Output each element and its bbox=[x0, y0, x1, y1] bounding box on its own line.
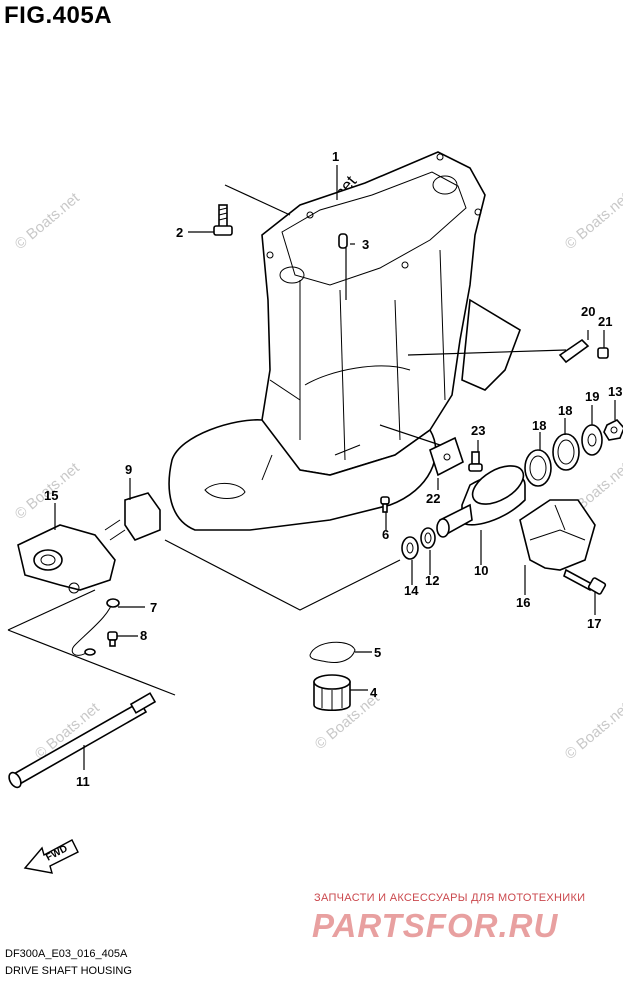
watermark: © Boats.net bbox=[562, 699, 623, 763]
callout-number: 18 bbox=[532, 418, 546, 433]
callout-number: 1 bbox=[332, 149, 339, 164]
brand-tagline: ЗАПЧАСТИ И АКСЕССУАРЫ ДЛЯ МОТОТЕХНИКИ bbox=[314, 892, 586, 904]
screw-part-21 bbox=[597, 347, 609, 359]
bolt-part-2 bbox=[213, 204, 233, 236]
mount-part-10 bbox=[436, 465, 526, 538]
callout-number: 19 bbox=[585, 389, 599, 404]
leader-lines bbox=[7, 165, 616, 770]
callout-labels: 1 2 3 4 5 6 7 8 9 10 11 12 13 14 15 16 1… bbox=[44, 149, 622, 789]
washer-part-19 bbox=[581, 424, 603, 456]
callout-number: 15 bbox=[44, 488, 58, 503]
callout-number: 13 bbox=[608, 384, 622, 399]
clip-part-20 bbox=[558, 338, 590, 364]
fwd-arrow-icon: FWD bbox=[23, 839, 79, 874]
anti-cavitation-plate bbox=[168, 419, 437, 531]
wire-part-7 bbox=[71, 598, 120, 656]
washer-part-18a bbox=[552, 433, 580, 471]
callout-number: 5 bbox=[374, 645, 381, 660]
bolt-part-17 bbox=[563, 568, 607, 595]
brand-logo: PARTSFOR.RU bbox=[312, 907, 559, 944]
callout-number: 2 bbox=[176, 225, 183, 240]
callout-number: 22 bbox=[426, 491, 440, 506]
callout-number: 14 bbox=[404, 583, 419, 598]
clip-part-5 bbox=[309, 641, 356, 663]
block-part-22 bbox=[429, 436, 464, 477]
washer-part-14 bbox=[401, 536, 419, 560]
callout-number: 8 bbox=[140, 628, 147, 643]
bushing-part-4 bbox=[313, 674, 351, 712]
callout-number: 23 bbox=[471, 423, 485, 438]
callout-number: 18 bbox=[558, 403, 572, 418]
figure-title: FIG.405A bbox=[4, 2, 113, 29]
callout-number: 11 bbox=[76, 774, 90, 789]
nut-part-13 bbox=[603, 419, 623, 441]
screw-part-6 bbox=[380, 496, 390, 513]
callout-number: 21 bbox=[598, 314, 612, 329]
anode-part-9 bbox=[104, 492, 161, 541]
pin-part-3 bbox=[338, 233, 348, 249]
driveshaft-part-11 bbox=[8, 692, 157, 789]
screw-part-23 bbox=[468, 451, 483, 472]
callout-number: 7 bbox=[150, 600, 157, 615]
callout-number: 12 bbox=[425, 573, 439, 588]
washer-part-12 bbox=[420, 527, 436, 549]
screw-part-8 bbox=[107, 631, 118, 647]
callout-number: 9 bbox=[125, 462, 132, 477]
callout-number: 4 bbox=[370, 685, 378, 700]
callout-number: 10 bbox=[474, 563, 488, 578]
callout-number: 6 bbox=[382, 527, 389, 542]
bracket-part-16 bbox=[519, 499, 596, 571]
holder-part-15 bbox=[17, 524, 116, 594]
watermark: © Boats.net bbox=[562, 189, 623, 253]
washer-part-18b bbox=[524, 449, 552, 487]
watermark: © Boats.net bbox=[12, 189, 84, 253]
callout-number: 16 bbox=[516, 595, 530, 610]
callout-number: 20 bbox=[581, 304, 595, 319]
callout-number: 17 bbox=[587, 616, 601, 631]
callout-number: 3 bbox=[362, 237, 369, 252]
figure-name: DRIVE SHAFT HOUSING bbox=[5, 965, 132, 977]
figure-code: DF300A_E03_016_405A bbox=[5, 948, 128, 960]
